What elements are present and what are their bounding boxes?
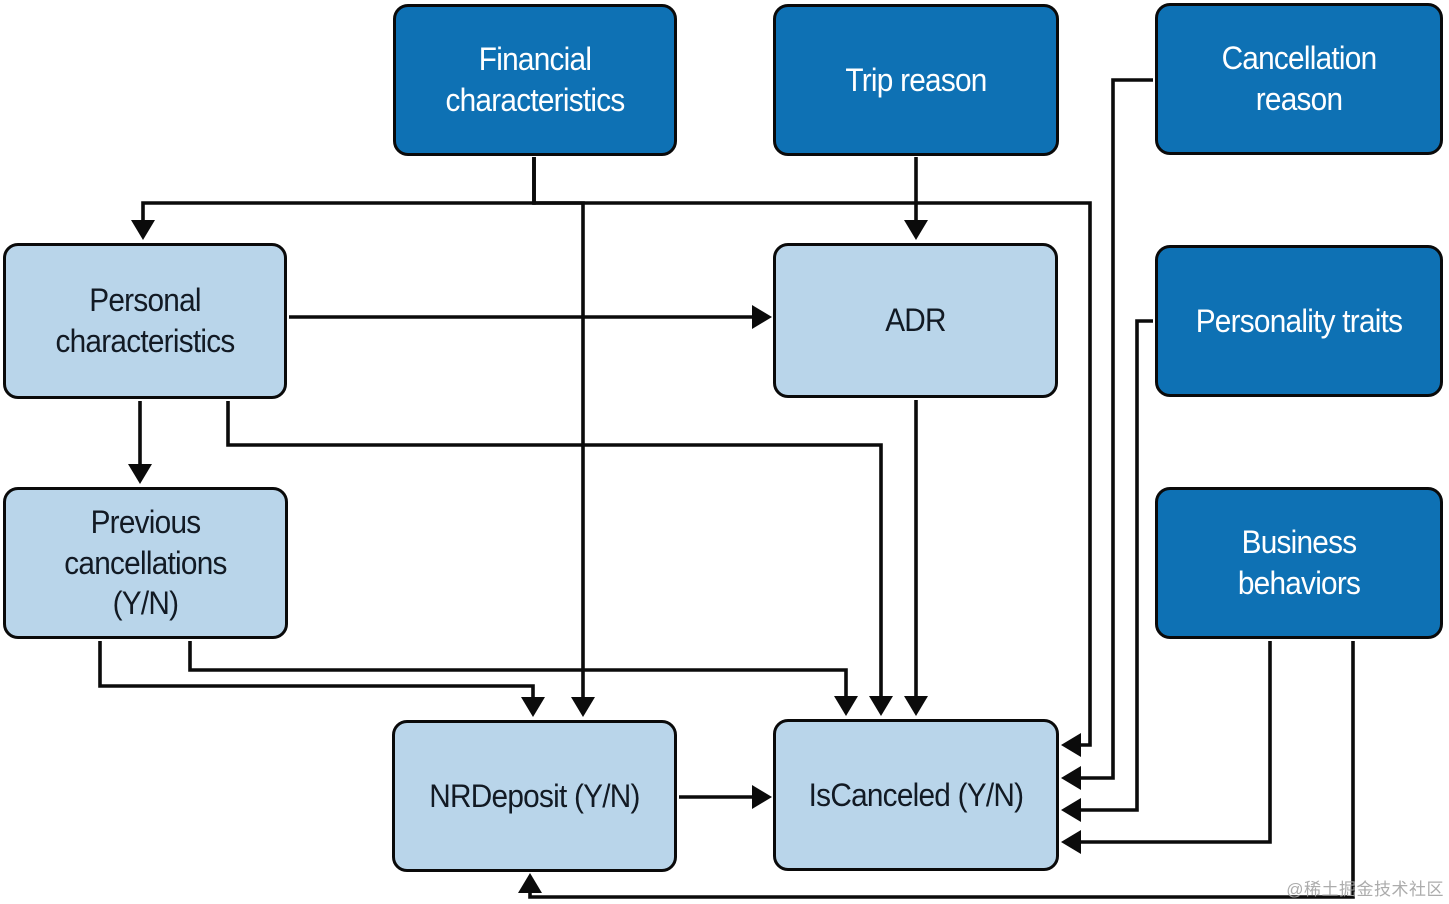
node-financial-characteristics: Financial characteristics bbox=[393, 4, 677, 156]
edge-previous-iscanceled bbox=[188, 641, 858, 716]
edge-personality-iscanceled bbox=[1061, 319, 1153, 822]
node-nrdeposit: NRDeposit (Y/N) bbox=[392, 720, 677, 872]
edge-financial-iscanceled bbox=[532, 157, 1092, 757]
node-trip-reason: Trip reason bbox=[773, 4, 1059, 156]
edge-business-nrdeposit bbox=[518, 641, 1355, 899]
node-personal-characteristics: Personal characteristics bbox=[3, 243, 287, 399]
node-business-behaviors: Business behaviors bbox=[1155, 487, 1443, 639]
node-financial-characteristics-label: Financial characteristics bbox=[445, 41, 625, 118]
node-adr-label: ADR bbox=[885, 302, 946, 339]
edge-business-iscanceled bbox=[1061, 641, 1272, 854]
edge-financial-nrdeposit bbox=[532, 157, 595, 717]
node-business-behaviors-label: Business behaviors bbox=[1237, 524, 1361, 601]
edge-previous-nrdeposit bbox=[98, 641, 545, 717]
node-nrdeposit-label: NRDeposit (Y/N) bbox=[429, 777, 640, 814]
node-personal-characteristics-label: Personal characteristics bbox=[55, 282, 235, 359]
edge-personal-iscanceled bbox=[226, 401, 893, 716]
node-previous-cancellations: Previous cancellations (Y/N) bbox=[3, 487, 288, 639]
node-cancellation-reason-label: Cancellation reason bbox=[1221, 40, 1378, 117]
node-adr: ADR bbox=[773, 243, 1058, 398]
node-previous-cancellations-label: Previous cancellations (Y/N) bbox=[64, 503, 227, 622]
watermark-text: @稀土掘金技术社区 bbox=[1286, 880, 1444, 899]
node-personality-traits: Personality traits bbox=[1155, 245, 1443, 397]
node-iscanceled: IsCanceled (Y/N) bbox=[773, 719, 1059, 871]
node-cancellation-reason: Cancellation reason bbox=[1155, 3, 1443, 155]
edge-cancellation-iscanceled bbox=[1061, 78, 1153, 790]
edge-financial-personal bbox=[131, 157, 536, 240]
node-iscanceled-label: IsCanceled (Y/N) bbox=[808, 776, 1024, 813]
node-trip-reason-label: Trip reason bbox=[845, 61, 987, 98]
node-personality-traits-label: Personality traits bbox=[1195, 302, 1403, 339]
